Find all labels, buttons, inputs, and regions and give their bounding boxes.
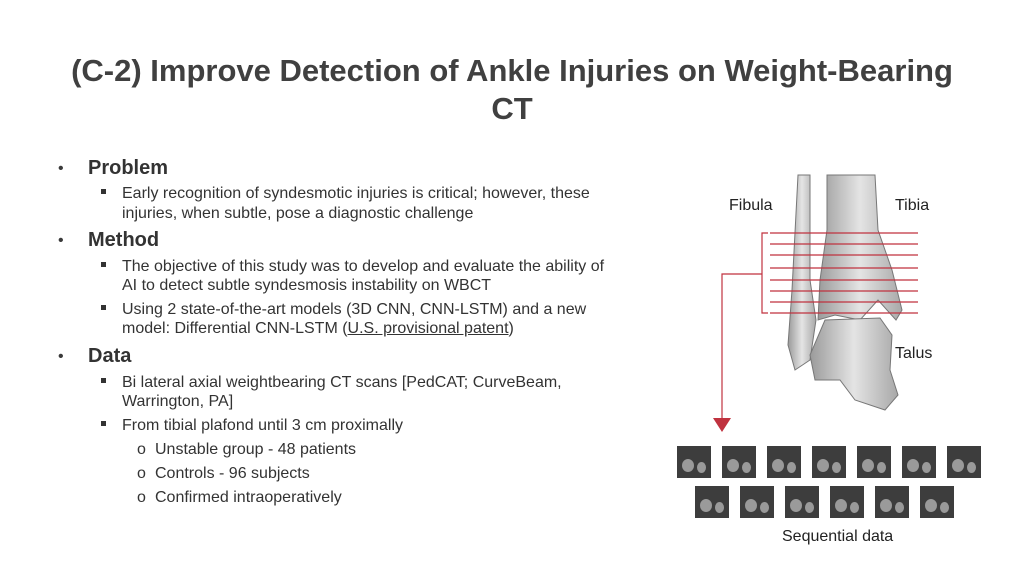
- bullet: •: [58, 232, 64, 249]
- patent-link[interactable]: U.S. provisional patent: [347, 320, 509, 337]
- method-text-4: model: Differential CNN-LSTM (U.S. provi…: [122, 319, 514, 338]
- bullet: [101, 305, 106, 310]
- bullet: [101, 262, 106, 267]
- ct-slice-thumbnail: [920, 486, 954, 518]
- data-text-2: Warrington, PA]: [122, 393, 234, 410]
- ct-slice-thumbnail: [875, 486, 909, 518]
- data-sub-3: Confirmed intraoperatively: [155, 489, 342, 506]
- method-text-4b: ): [508, 320, 514, 337]
- ct-slice-thumbnail: [902, 446, 936, 478]
- ct-slice-thumbnail: [722, 446, 756, 478]
- data-text-1: Bi lateral axial weightbearing CT scans …: [122, 374, 562, 391]
- problem-text-1: Early recognition of syndesmotic injurie…: [122, 185, 590, 202]
- data-text-3: From tibial plafond until 3 cm proximall…: [122, 417, 403, 434]
- method-text-4a: model: Differential CNN-LSTM (: [122, 320, 348, 337]
- problem-text-2: injuries, when subtle, pose a diagnostic…: [122, 205, 474, 222]
- bullet: •: [58, 160, 64, 177]
- heading-data: Data: [88, 345, 132, 367]
- ankle-illustration: [713, 174, 918, 432]
- heading-problem: Problem: [88, 157, 169, 179]
- label-talus: Talus: [895, 345, 933, 362]
- method-text-1: The objective of this study was to devel…: [122, 258, 605, 275]
- ct-slice-thumbnail: [785, 486, 819, 518]
- ct-slice-thumbnail: [767, 446, 801, 478]
- ct-slice-thumbnail: [740, 486, 774, 518]
- slide-title: (C-2) Improve Detection of Ankle Injurie…: [71, 53, 953, 126]
- ct-slice-thumbnail: [857, 446, 891, 478]
- bullet: [101, 421, 106, 426]
- bullet: [101, 378, 106, 383]
- bullet: •: [58, 348, 64, 365]
- arrow-down-icon: [713, 418, 731, 432]
- figure-caption: Sequential data: [782, 528, 894, 545]
- ct-slice-thumbnail: [695, 486, 729, 518]
- ct-slice-thumbnail: [830, 486, 864, 518]
- bullet: [101, 189, 106, 194]
- sub-bullet: o: [137, 441, 146, 458]
- data-sub-2: Controls - 96 subjects: [155, 465, 310, 482]
- method-text-3: Using 2 state-of-the-art models (3D CNN,…: [122, 301, 587, 318]
- ct-slice-thumbnail: [947, 446, 981, 478]
- sub-bullet: o: [137, 489, 146, 506]
- ct-slice-thumbnail: [677, 446, 711, 478]
- data-sub-1: Unstable group - 48 patients: [155, 441, 357, 458]
- label-tibia: Tibia: [895, 197, 930, 214]
- sub-bullet: o: [137, 465, 146, 482]
- method-text-2: AI to detect subtle syndesmosis instabil…: [122, 277, 492, 294]
- heading-method: Method: [88, 229, 160, 251]
- label-fibula: Fibula: [729, 197, 773, 214]
- slice-lines: [721, 232, 918, 418]
- ct-slice-thumbnail: [812, 446, 846, 478]
